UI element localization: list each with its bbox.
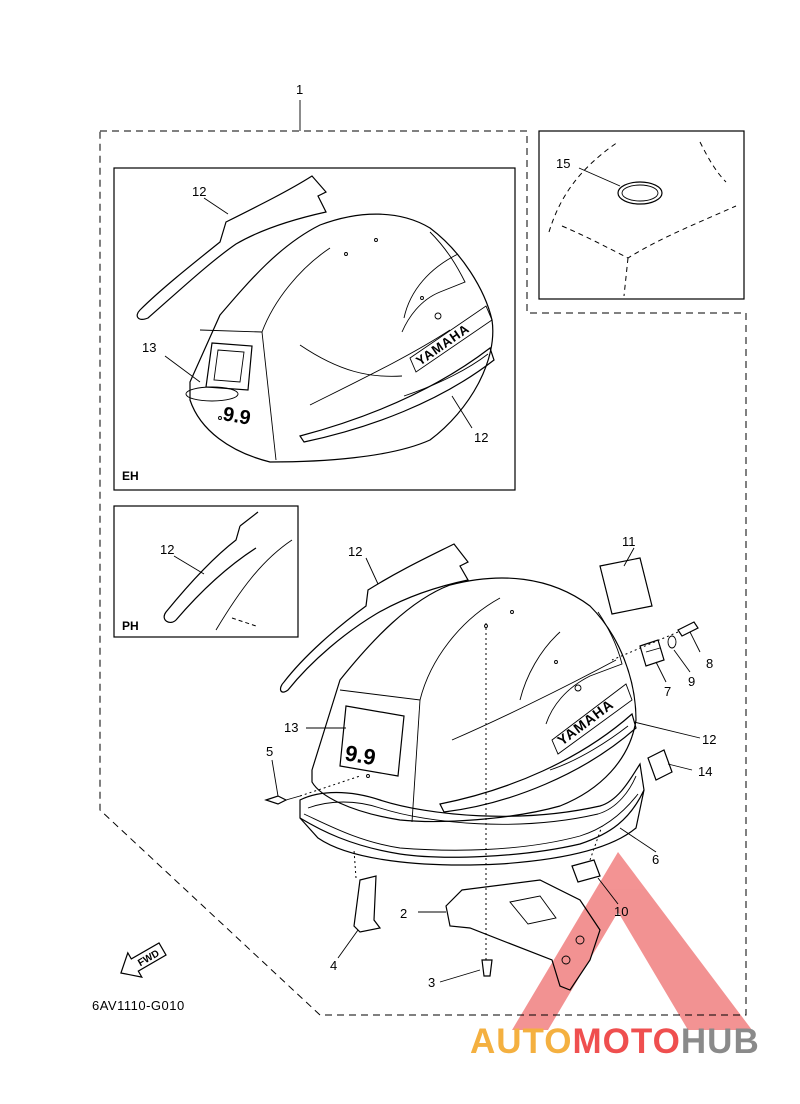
callout-4: 4 xyxy=(330,958,337,973)
callout-15: 15 xyxy=(556,156,570,171)
callout-8: 8 xyxy=(706,656,713,671)
inset-frame-eh xyxy=(113,167,516,491)
leader-lines xyxy=(164,100,701,983)
svg-text:AUTOMOTOHUB: AUTOMOTOHUB xyxy=(470,1022,760,1061)
watermark-logo-text: AUTOMOTOHUB xyxy=(470,1022,760,1061)
watermark-logo-triangle xyxy=(512,852,752,1030)
callout-1: 1 xyxy=(296,82,303,97)
main-cowling: YAMAHA 9.9 xyxy=(279,543,645,866)
watermark-part-auto: AUTO xyxy=(470,1022,573,1061)
inset-frame-ph xyxy=(113,505,299,638)
callout-14: 14 xyxy=(698,764,712,779)
inset-eh-cowling: YAMAHA 9.9 xyxy=(136,175,495,463)
callout-13-eh: 13 xyxy=(142,340,156,355)
part-8-bolt xyxy=(611,621,699,661)
part-10-clip xyxy=(571,825,603,883)
callout-6: 6 xyxy=(652,852,659,867)
part-14-grommet xyxy=(647,749,673,781)
callout-2: 2 xyxy=(400,906,407,921)
watermark-part-moto: MOTO xyxy=(573,1022,681,1061)
part-9-washer xyxy=(667,635,677,649)
part-5-screw xyxy=(264,775,361,805)
part-7-clip xyxy=(639,639,665,667)
main-decal-model: 9.9 xyxy=(343,740,377,770)
forward-arrow-label: FWD xyxy=(136,948,161,969)
forward-arrow-icon: FWD xyxy=(120,942,167,978)
callout-12-main-side: 12 xyxy=(702,732,716,747)
inset-frame-15 xyxy=(538,130,745,300)
part-2-bracket xyxy=(445,879,601,991)
grommet-15 xyxy=(617,181,663,205)
eh-decal-model: 9.9 xyxy=(221,403,252,429)
callout-13-main: 13 xyxy=(284,720,298,735)
callout-10: 10 xyxy=(614,904,628,919)
callout-12-eh-side: 12 xyxy=(474,430,488,445)
view-label-eh: EH xyxy=(122,469,139,483)
callout-11: 11 xyxy=(622,534,636,549)
watermark-part-hub: HUB xyxy=(681,1022,760,1061)
callout-3: 3 xyxy=(428,975,435,990)
callout-12-ph: 12 xyxy=(160,542,174,557)
eh-decal-brand: YAMAHA xyxy=(413,321,472,369)
callout-12-main-top: 12 xyxy=(348,544,362,559)
callout-7: 7 xyxy=(664,684,671,699)
callout-12-eh-top: 12 xyxy=(192,184,206,199)
part-4-bracket xyxy=(353,849,382,933)
inset-15-content xyxy=(548,141,737,297)
callout-5: 5 xyxy=(266,744,273,759)
callout-9: 9 xyxy=(688,674,695,689)
part-11-plate xyxy=(599,557,653,615)
inset-ph-decal xyxy=(163,511,293,631)
part-3-screw xyxy=(481,620,493,977)
assembly-boundary-dashed xyxy=(99,130,747,1016)
view-label-ph: PH xyxy=(122,619,139,633)
drawing-code: 6AV1110-G010 xyxy=(92,998,185,1013)
